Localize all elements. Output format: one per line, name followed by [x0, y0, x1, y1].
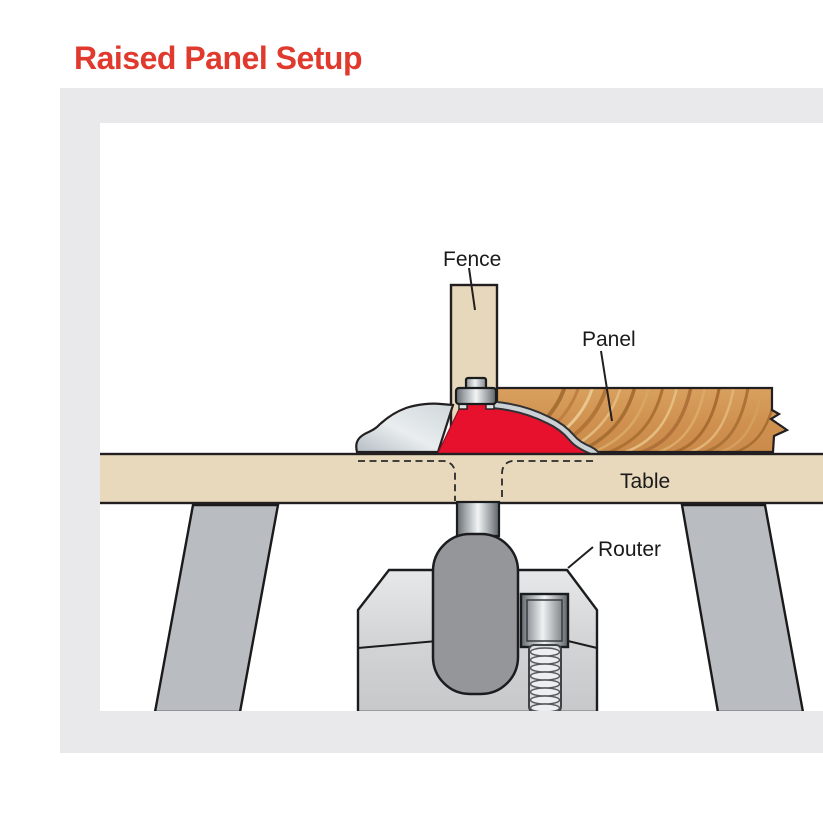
- bit-edge-shade: [437, 402, 463, 454]
- page-title: Raised Panel Setup: [74, 40, 362, 76]
- router-bit-red: [438, 403, 597, 453]
- clamp-screw-collar: [526, 599, 563, 642]
- pilot-bearing: [454, 386, 498, 406]
- table-leg-left: [153, 503, 280, 711]
- leader-lines: [468, 267, 613, 569]
- cut-profile-edge: [490, 400, 602, 461]
- router-label: Router: [598, 538, 661, 561]
- cutter-wing-silver: [355, 402, 455, 454]
- router-leader-line: [567, 546, 594, 569]
- panel-label: Panel: [582, 328, 636, 351]
- router-motor-body: [431, 532, 520, 696]
- panel-leader-line: [600, 350, 613, 422]
- table-recess-dashed-lines: [358, 460, 593, 501]
- table-leg-right: [680, 503, 805, 711]
- fence-leader-line: [468, 267, 476, 311]
- base-edge-right: [567, 640, 598, 649]
- fence-label: Fence: [443, 248, 501, 271]
- table-surface: [100, 452, 823, 505]
- base-edge-left: [357, 640, 438, 649]
- table-label: Table: [620, 470, 670, 493]
- router-shank: [455, 500, 501, 538]
- router-assembly: [356, 500, 599, 711]
- threaded-rod: [528, 644, 562, 711]
